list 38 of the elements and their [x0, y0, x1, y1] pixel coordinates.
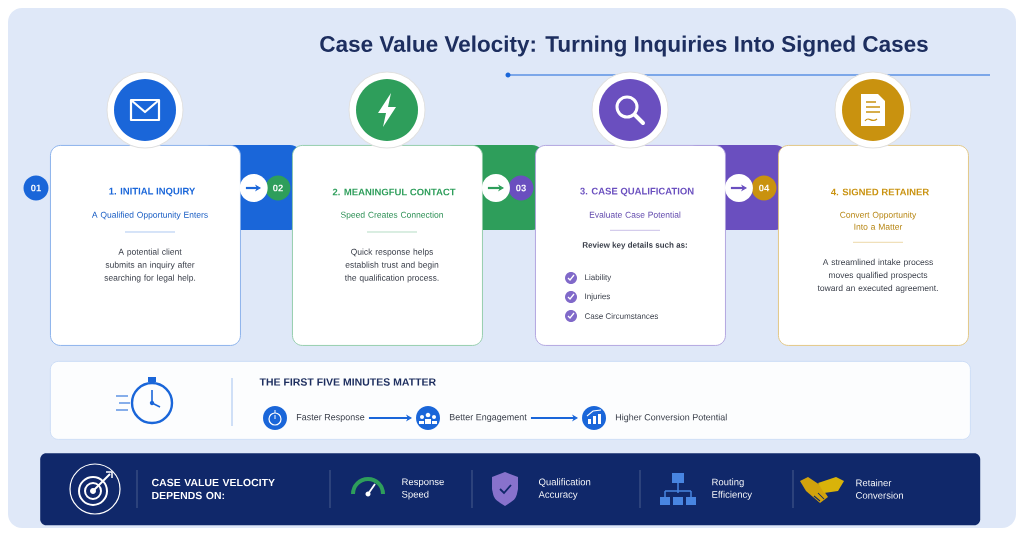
panel-heading: THE FIRST FIVE MINUTES MATTER [259, 378, 436, 386]
title: Case Value Velocity: Turning Inquiries Into Signed Cases [320, 35, 928, 57]
number-badge: 03 [508, 175, 534, 201]
factor-label: Qualification Accuracy [538, 478, 591, 500]
summary-bar [40, 453, 981, 526]
number-badge: 01 [23, 175, 49, 201]
factor-label: Retainer Conversion [856, 479, 903, 499]
list-intro: Review key details such as: [582, 241, 687, 250]
list-item: Injuries [585, 293, 611, 301]
step-card [751, 145, 969, 346]
step-heading: 3. CASE QUALIFICATION [580, 187, 694, 197]
step-description: Quick response helps establish trust and begin the qualification process. [344, 248, 439, 283]
list-item: Case Circumstances [584, 313, 659, 319]
number-badge: 04 [751, 175, 777, 201]
list-item: Liability [585, 274, 612, 282]
step-subtitle: Evaluate Case Potential [589, 211, 681, 218]
item-label: Higher Conversion Potential [615, 413, 727, 423]
step-card [508, 145, 726, 346]
step-heading: 2. MEANINGFUL CONTACT [332, 188, 456, 196]
step-description: A potential client submits an inquiry after searching for legal help. [104, 248, 196, 283]
number-badge: 02 [265, 175, 291, 201]
item-label: Better Engagement [449, 413, 527, 423]
step-description: A streamlined intake process moves qualified prospects toward an executed agreement. [817, 258, 938, 293]
item-label: Faster Response [296, 413, 365, 423]
step-heading: 1. INITIAL INQUIRY [109, 187, 196, 197]
step-subtitle: Convert Opportunity Into a Matter [840, 211, 917, 230]
info-panel [50, 361, 971, 440]
step-card [265, 145, 483, 346]
step-subtitle: Speed Creates Connection [340, 211, 443, 220]
arrow [481, 174, 510, 202]
bar-heading: CASE VALUE VELOCITY DEPENDS ON: [151, 478, 275, 500]
factor-label: Routing Efficiency [712, 478, 752, 500]
factor-label: Response Speed [402, 478, 444, 500]
step-card [23, 145, 241, 346]
step-subtitle: A Qualified Opportunity Enters [91, 211, 208, 220]
step-heading: 4. SIGNED RETAINER [830, 188, 929, 196]
arrow [724, 174, 753, 202]
arrow [239, 174, 268, 202]
